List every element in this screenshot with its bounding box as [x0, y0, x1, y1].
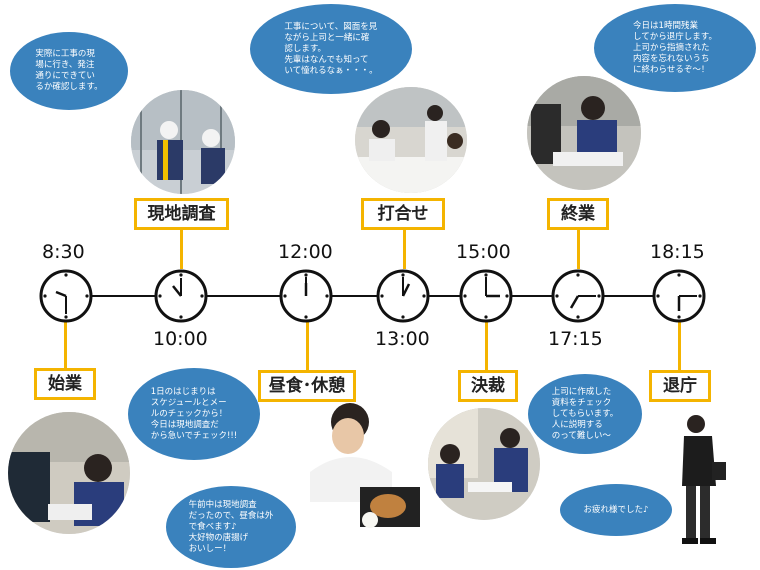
clock-icon-site	[154, 269, 208, 323]
time-leave: 18:15	[650, 241, 705, 263]
connector-leave	[678, 318, 681, 370]
event-label-meeting: 打合せ	[361, 198, 445, 230]
clock-icon-lunch	[279, 269, 333, 323]
speech-bubble-site: 実際に工事の現 場に行き、発注 通りにできてい るか確認します。	[10, 32, 128, 110]
speech-text-start: 1日のはじまりは スケジュールとメー ルのチェックから！ 今日は現地調査だ から…	[150, 386, 238, 441]
event-label-site: 現地調査	[134, 198, 229, 230]
speech-bubble-start: 1日のはじまりは スケジュールとメー ルのチェックから！ 今日は現地調査だ から…	[128, 368, 260, 460]
connector-meeting	[403, 225, 406, 269]
time-start: 8:30	[42, 241, 85, 263]
clock-icon-end	[551, 269, 605, 323]
time-site: 10:00	[153, 328, 208, 350]
connector-site	[180, 225, 183, 269]
event-label-lunch: 昼食･休憩	[258, 370, 356, 402]
time-approval: 15:00	[456, 241, 511, 263]
timeline-axis	[65, 295, 685, 297]
speech-text-meeting: 工事について、図面を見 ながら上司と一緒に確 認します。 先輩はなんでも知って …	[284, 21, 378, 76]
event-label-end: 終業	[547, 198, 609, 230]
clock-icon-approval	[459, 269, 513, 323]
speech-text-lunch: 午前中は現地調査 だったので、昼食は外 で食べます♪ 大好物の唐揚げ おいしー！	[188, 499, 274, 554]
speech-bubble-end: 今日は1時間残業 してから退庁します。 上司から指摘された 内容を忘れないうち …	[594, 4, 756, 92]
time-end: 17:15	[548, 328, 603, 350]
speech-text-leave: お疲れ様でした♪	[583, 504, 649, 515]
photo-leave	[672, 410, 732, 546]
clock-icon-leave	[652, 269, 706, 323]
speech-bubble-meeting: 工事について、図面を見 ながら上司と一緒に確 認します。 先輩はなんでも知って …	[250, 4, 412, 94]
photo-end-of-day	[527, 76, 641, 190]
speech-bubble-leave: お疲れ様でした♪	[560, 484, 672, 536]
photo-approval	[428, 408, 540, 520]
event-label-approval: 決裁	[458, 370, 518, 402]
photo-lunch	[300, 402, 430, 532]
clock-icon-meeting	[376, 269, 430, 323]
photo-site-survey	[131, 90, 235, 194]
photo-start	[8, 412, 130, 534]
connector-lunch	[306, 318, 309, 370]
speech-bubble-lunch: 午前中は現地調査 だったので、昼食は外 で食べます♪ 大好物の唐揚げ おいしー！	[166, 486, 296, 568]
time-lunch: 12:00	[278, 241, 333, 263]
connector-start	[64, 318, 67, 368]
speech-text-end: 今日は1時間残業 してから退庁します。 上司から指摘された 内容を忘れないうち …	[633, 20, 717, 75]
event-label-start: 始業	[34, 368, 96, 400]
time-meeting: 13:00	[375, 328, 430, 350]
clock-icon-start	[39, 269, 93, 323]
event-label-leave: 退庁	[649, 370, 711, 402]
connector-approval	[485, 318, 488, 370]
speech-bubble-approval: 上司に作成した 資料をチェック してもらいます。 人に説明する のって難しい～	[528, 374, 642, 454]
connector-end	[577, 225, 580, 269]
photo-meeting	[355, 87, 467, 193]
speech-text-site: 実際に工事の現 場に行き、発注 通りにできてい るか確認します。	[35, 49, 103, 92]
speech-text-approval: 上司に作成した 資料をチェック してもらいます。 人に説明する のって難しい～	[551, 386, 619, 441]
